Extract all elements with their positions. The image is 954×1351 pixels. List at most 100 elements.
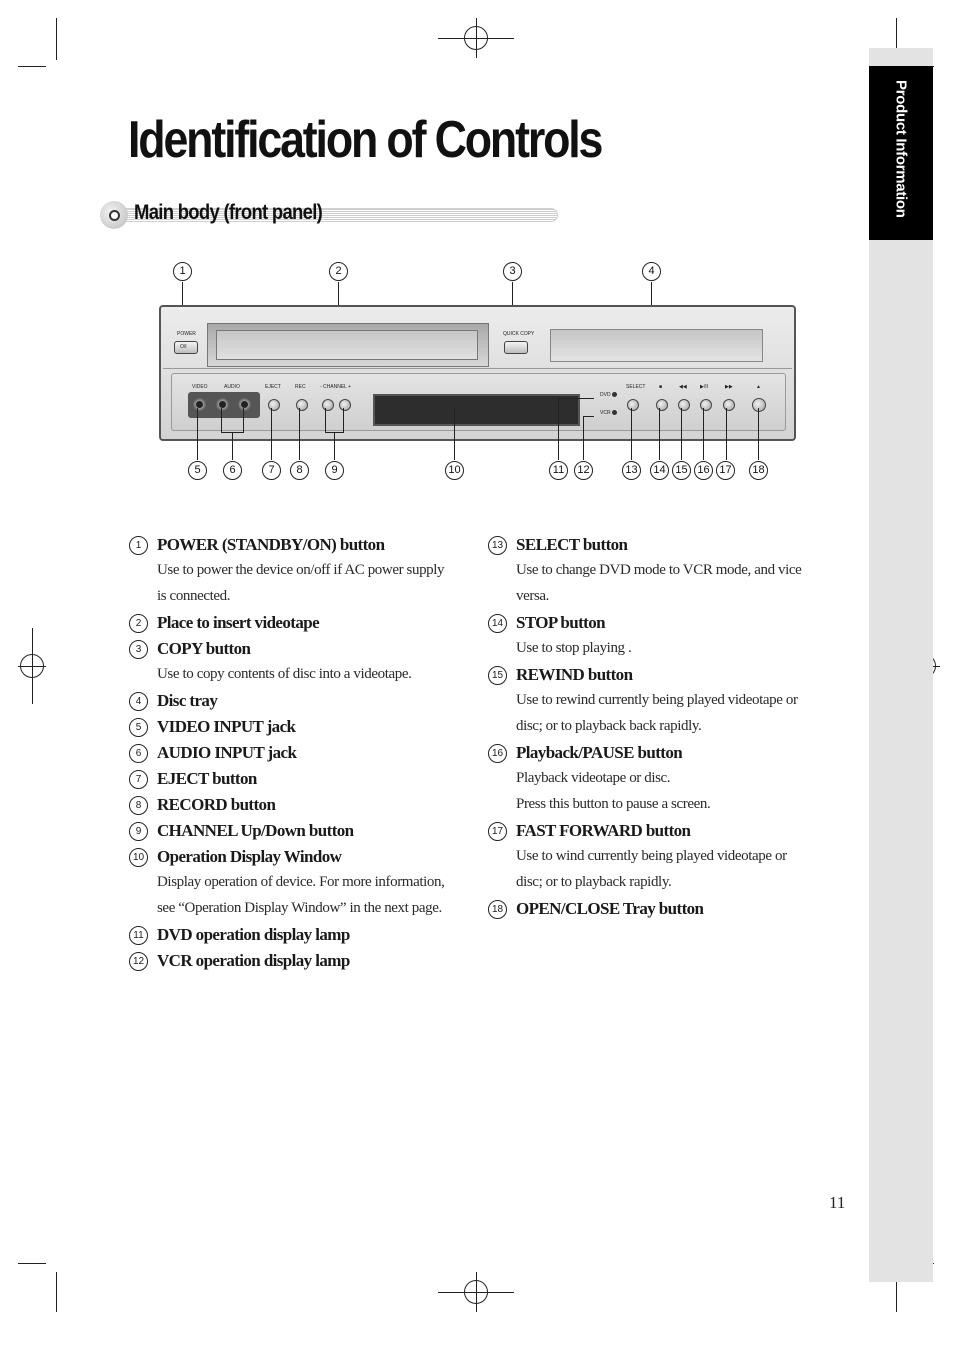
item-description: versa. <box>516 588 549 604</box>
item-description: Display operation of device. For more in… <box>157 874 445 890</box>
audio-input-jack-left <box>216 398 229 411</box>
rec-label: REC <box>295 384 306 390</box>
control-item: 18 OPEN/CLOSE Tray button <box>488 896 838 922</box>
input-jack-panel <box>188 392 260 418</box>
item-title: Playback/PAUSE button <box>516 743 683 762</box>
item-description: Use to change DVD mode to VCR mode, and … <box>516 562 802 578</box>
callout-5: 5 <box>188 461 207 480</box>
item-number: 15 <box>488 665 507 685</box>
open-label: ▲ <box>756 384 761 390</box>
item-description: Use to power the device on/off if AC pow… <box>157 562 445 578</box>
dvd-vcr-device: POWER O/I QUICK COPY VIDEO AUDIO EJECT R… <box>159 305 796 441</box>
item-title: VCR operation display lamp <box>157 951 350 970</box>
item-title: AUDIO INPUT jack <box>157 743 297 762</box>
item-number: 18 <box>488 899 507 919</box>
item-number: 7 <box>129 769 148 789</box>
item-number: 10 <box>129 847 148 867</box>
callout-18: 18 <box>749 461 768 480</box>
side-strip <box>869 48 933 1282</box>
eject-button <box>268 399 280 411</box>
section-bullet-icon <box>100 201 128 229</box>
video-label: VIDEO <box>192 384 208 390</box>
fast-forward-button <box>723 399 735 411</box>
front-panel-diagram: 1 2 3 4 POWER O/I QUICK COPY VIDEO AUDIO… <box>0 0 954 520</box>
control-item: 11 DVD operation display lamp <box>129 922 469 948</box>
control-item: 7 EJECT button <box>129 766 469 792</box>
operation-display-window <box>373 394 580 426</box>
item-title: REWIND button <box>516 665 633 684</box>
control-item: 6 AUDIO INPUT jack <box>129 740 469 766</box>
callout-16: 16 <box>694 461 713 480</box>
callout-1: 1 <box>173 262 192 281</box>
item-description: is connected. <box>157 588 231 604</box>
item-title: Disc tray <box>157 691 218 710</box>
channel-up-button <box>339 399 351 411</box>
item-number: 14 <box>488 613 507 633</box>
channel-down-button <box>322 399 334 411</box>
rewind-label: ◀◀ <box>679 384 687 390</box>
callout-10: 10 <box>445 461 464 480</box>
dvd-lamp-label: DVD <box>600 392 611 398</box>
play-label: ▶/II <box>700 384 709 390</box>
open-close-button <box>752 398 766 412</box>
ff-label: ▶▶ <box>725 384 733 390</box>
item-description: Press this button to pause a screen. <box>516 796 711 812</box>
callout-2: 2 <box>329 262 348 281</box>
item-title: CHANNEL Up/Down button <box>157 821 354 840</box>
play-pause-button <box>700 399 712 411</box>
item-title: RECORD button <box>157 795 276 814</box>
callout-11: 11 <box>549 461 568 480</box>
power-label: POWER <box>177 331 196 337</box>
callout-14: 14 <box>650 461 669 480</box>
callout-17: 17 <box>716 461 735 480</box>
item-title: EJECT button <box>157 769 257 788</box>
item-number: 12 <box>129 951 148 971</box>
item-description: Use to stop playing . <box>516 640 632 656</box>
item-title: DVD operation display lamp <box>157 925 350 944</box>
item-number: 11 <box>129 925 148 945</box>
eject-label: EJECT <box>265 384 281 390</box>
quick-copy-label: QUICK COPY <box>503 331 535 337</box>
item-number: 1 <box>129 535 148 555</box>
callout-15: 15 <box>672 461 691 480</box>
item-description: Use to wind currently being played video… <box>516 848 787 864</box>
item-description: see “Operation Display Window” in the ne… <box>157 900 442 916</box>
item-number: 6 <box>129 743 148 763</box>
item-title: OPEN/CLOSE Tray button <box>516 899 704 918</box>
item-title: Operation Display Window <box>157 847 342 866</box>
callout-3: 3 <box>503 262 522 281</box>
dvd-lamp <box>612 392 617 397</box>
item-number: 13 <box>488 535 507 555</box>
vcr-lamp-label: VCR <box>600 410 611 416</box>
callout-6: 6 <box>223 461 242 480</box>
item-description: disc; or to playback rapidly. <box>516 874 672 890</box>
side-tab <box>869 66 933 240</box>
select-button <box>627 399 639 411</box>
item-title: POWER (STANDBY/ON) button <box>157 535 385 554</box>
control-item: 12 VCR operation display lamp <box>129 948 469 974</box>
item-number: 17 <box>488 821 507 841</box>
stop-label: ■ <box>659 384 663 390</box>
item-title: COPY button <box>157 639 251 658</box>
videotape-slot <box>207 323 489 367</box>
item-description: disc; or to playback back rapidly. <box>516 718 702 734</box>
item-title: VIDEO INPUT jack <box>157 717 296 736</box>
callout-4: 4 <box>642 262 661 281</box>
item-title: STOP button <box>516 613 606 632</box>
stop-button <box>656 399 668 411</box>
section-header-bar <box>100 201 558 229</box>
callout-8: 8 <box>290 461 309 480</box>
page-title: Identification of Controls <box>128 111 603 169</box>
